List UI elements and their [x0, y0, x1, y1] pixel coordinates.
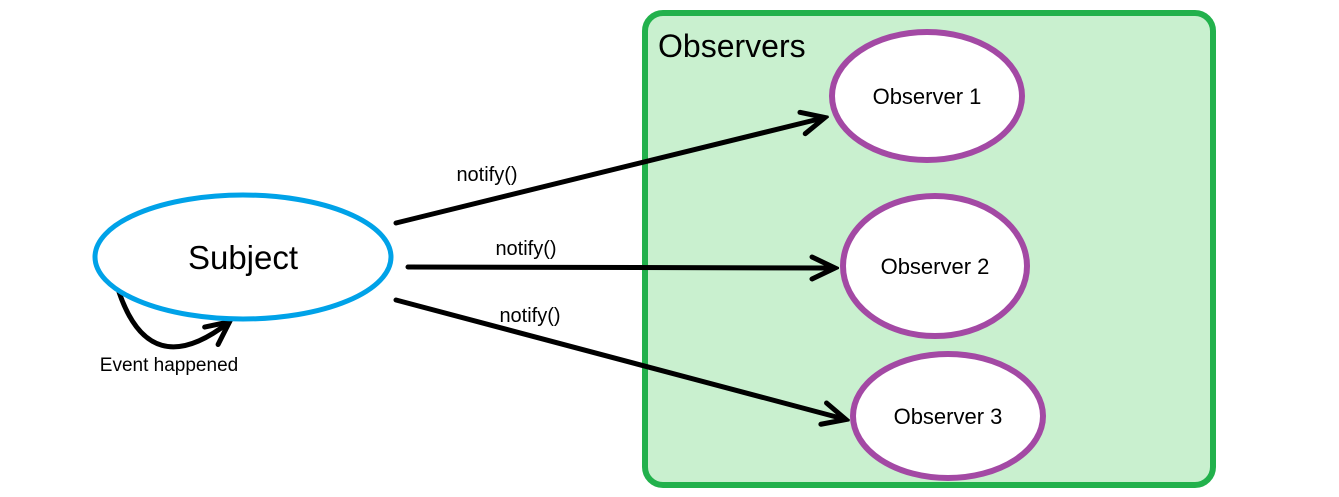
subject-node: [92, 192, 394, 322]
notify-label-2: notify(): [495, 238, 556, 260]
observer-2-node: [840, 193, 1030, 339]
notify-arrow-3: [393, 297, 844, 419]
event-happened-label: Event happened: [100, 355, 238, 376]
observer-3-node: [850, 351, 1046, 481]
observers-box-title: Observers: [658, 28, 806, 64]
observer-1-node: [829, 29, 1025, 163]
notify-label-3: notify(): [499, 305, 560, 327]
notify-label-1: notify(): [456, 164, 517, 186]
observer-3-label: Observer 3: [894, 404, 1003, 429]
notify-arrow-2: [405, 267, 833, 268]
notify-arrow-1: [393, 118, 823, 226]
observer-1-label: Observer 1: [873, 84, 982, 109]
observer-2-label: Observer 2: [881, 254, 990, 279]
subject-label: Subject: [188, 239, 298, 276]
self-loop-arrow: [116, 289, 228, 350]
